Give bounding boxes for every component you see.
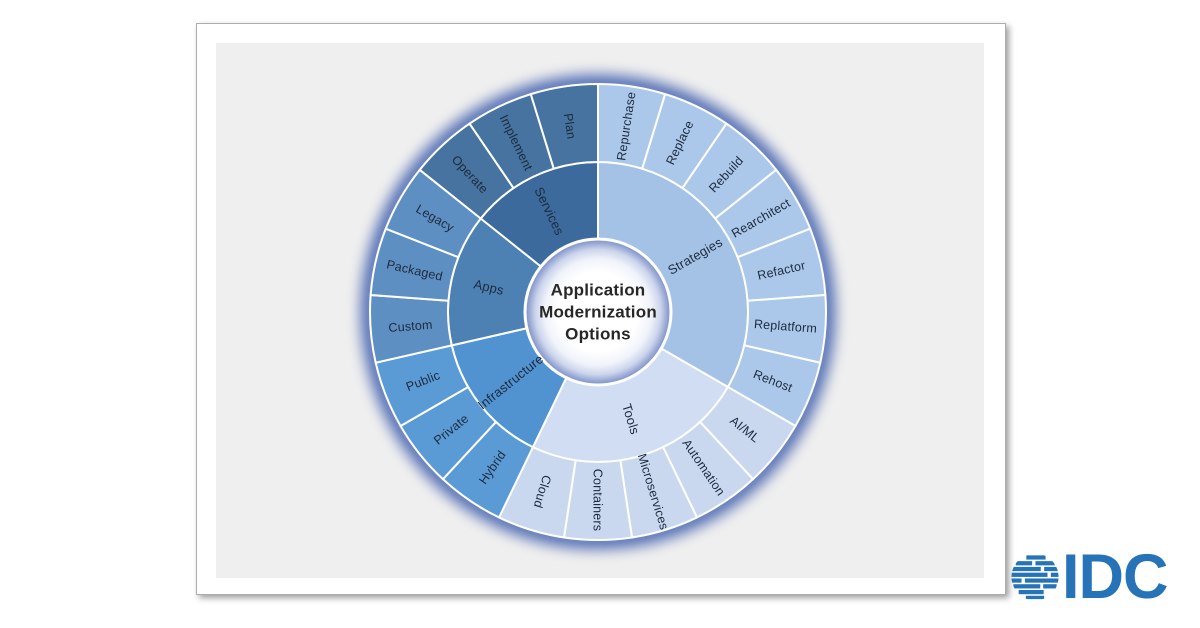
idc-logo: IDC — [1010, 542, 1168, 612]
segment-label-replatform: Replatform — [753, 317, 817, 336]
segment-label-plan: Plan — [561, 112, 579, 140]
center-title-line: Modernization — [539, 302, 657, 322]
center-title-line: Options — [565, 323, 631, 343]
segment-plan — [529, 83, 599, 170]
idc-globe-icon — [1011, 555, 1059, 600]
segment-label-custom: Custom — [388, 318, 433, 335]
segment-label-apps: Apps — [472, 276, 505, 297]
idc-logo-text: IDC — [1062, 542, 1168, 612]
center-title-line: Application — [550, 280, 646, 300]
chart-center-title: Application Modernization Options — [539, 279, 657, 344]
center-hole — [526, 240, 670, 384]
center-hole-rim — [523, 237, 673, 387]
segment-label-containers: Containers — [591, 469, 605, 531]
